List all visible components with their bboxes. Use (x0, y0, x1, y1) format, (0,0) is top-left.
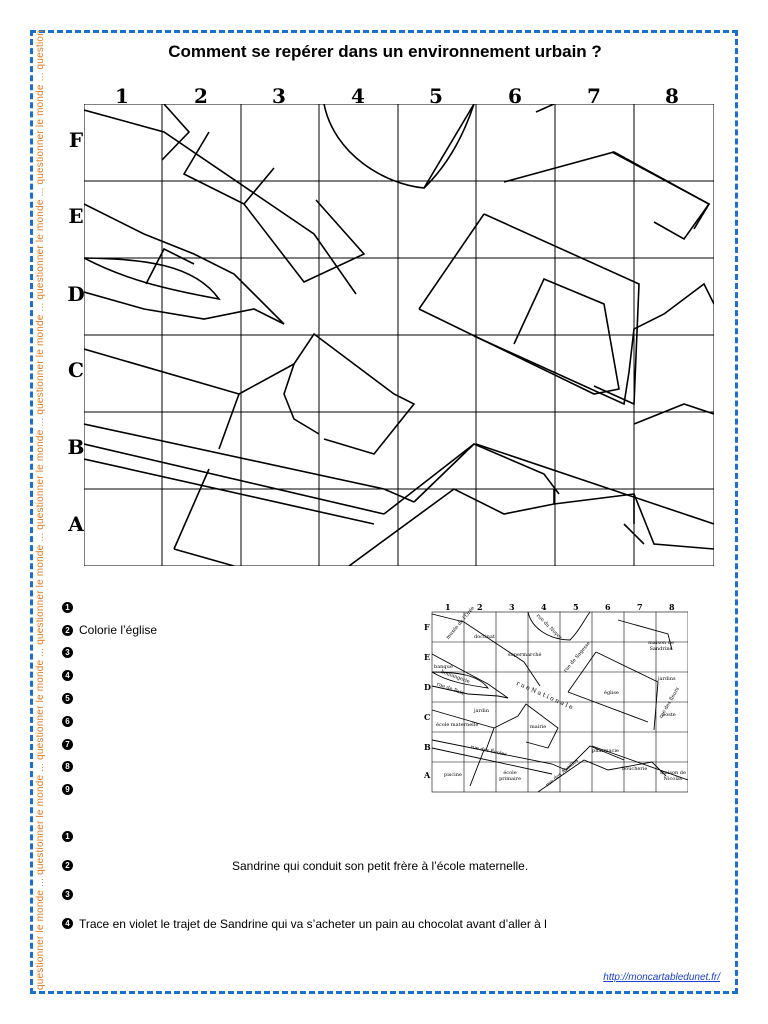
label-jardin: jardin (474, 708, 489, 714)
number-badge: 2 (62, 624, 73, 636)
thumb-col-8: 8 (669, 602, 675, 612)
number-badge: 1 (62, 601, 73, 613)
exercise1-list: 1 2 Colorie l’église 3 4 5 6 7 8 9 (62, 596, 402, 801)
side-watermark-text: questionner le monde ... questionner le … (35, 30, 46, 990)
number-badge: 8 (62, 761, 73, 773)
number-badge: 3 (62, 647, 73, 659)
exercise2-item-3: 3 (62, 880, 722, 909)
city-map-grid: 1 2 3 4 5 6 7 8 F E D C B A (60, 78, 720, 570)
number-badge: 6 (62, 715, 73, 727)
column-label-4: 4 (351, 84, 365, 108)
exercise2-item-1: 1 (62, 822, 722, 851)
label-banque: banque (434, 664, 453, 670)
exercise1-item-5: 5 (62, 687, 402, 710)
number-badge: 5 (62, 693, 73, 705)
number-badge: 2 (62, 860, 73, 871)
footer-link[interactable]: http://moncartabledunet.fr/ (603, 972, 720, 983)
labeled-map-thumbnail: 1 2 3 4 5 6 7 8 F E D C B A musée de l'O… (418, 600, 688, 796)
row-label-a: A (68, 512, 84, 536)
column-label-8: 8 (665, 84, 679, 108)
thumb-row-f: F (424, 622, 430, 632)
city-map-drawing (84, 104, 714, 566)
row-label-d: D (67, 282, 85, 306)
page-title: Comment se repérer dans un environnement… (168, 42, 602, 61)
label-ecole-maternelle: école maternelle (436, 722, 479, 728)
exercise2-item-2: 2 Sandrine qui conduit son petit frère à … (62, 851, 722, 880)
label-jardins: jardins (658, 676, 676, 682)
thumb-col-6: 6 (605, 602, 611, 612)
thumb-row-d: D (424, 682, 431, 692)
number-badge: 1 (62, 831, 73, 842)
row-label-e: E (68, 204, 84, 228)
column-label-3: 3 (272, 84, 286, 108)
grid-lines (84, 104, 714, 566)
number-badge: 3 (62, 889, 73, 900)
thumb-col-2: 2 (477, 602, 483, 612)
number-badge: 4 (62, 670, 73, 682)
exercise1-item-8: 8 (62, 756, 402, 779)
label-poste: poste (662, 712, 676, 718)
thumb-row-c: C (424, 712, 431, 722)
column-label-1: 1 (115, 84, 129, 108)
exercise1-item-3: 3 (62, 642, 402, 665)
label-supermarche: supermarché (508, 652, 542, 658)
row-label-f: F (68, 128, 84, 152)
exercise1-item-7: 7 (62, 733, 402, 756)
label-piscine: piscine (444, 772, 462, 778)
exercise2-item-4: 4 Trace en violet le trajet de Sandrine q… (62, 909, 722, 938)
exercise1-item-9: 9 (62, 778, 402, 801)
thumb-col-7: 7 (637, 602, 643, 612)
label-maison-nicolas: maison de Nicolas (660, 770, 686, 782)
thumb-col-5: 5 (573, 602, 579, 612)
thumb-row-b: B (424, 742, 431, 752)
thumb-col-4: 4 (541, 602, 547, 612)
label-eglise: église (604, 690, 619, 696)
row-label-c: C (68, 358, 84, 382)
exercise2-text: Trace en violet le trajet de Sandrine qu… (79, 916, 547, 931)
exercise1-item-4: 4 (62, 664, 402, 687)
number-badge: 4 (62, 918, 73, 929)
column-label-5: 5 (429, 84, 443, 108)
column-label-2: 2 (194, 84, 208, 108)
map-shapes (84, 104, 714, 566)
exercise1-text: Colorie l’église (79, 623, 158, 638)
column-label-6: 6 (508, 84, 522, 108)
thumbnail-drawing (431, 611, 688, 793)
exercise1-item-1: 1 (62, 596, 402, 619)
label-maison-sandrine: maison de Sandrine (648, 640, 674, 652)
label-mairie: mairie (530, 724, 547, 730)
exercise2-list: 1 2 Sandrine qui conduit son petit frère … (62, 822, 722, 938)
thumb-row-a: A (424, 770, 431, 780)
exercise1-item-2: 2 Colorie l’église (62, 619, 402, 642)
page-border (30, 30, 738, 994)
column-label-7: 7 (587, 84, 601, 108)
label-boucherie: boucherie (622, 766, 648, 772)
thumb-row-e: E (424, 652, 431, 662)
number-badge: 7 (62, 738, 73, 750)
label-doctinat: doctinat (474, 634, 495, 640)
number-badge: 9 (62, 784, 73, 796)
row-label-b: B (67, 435, 85, 459)
thumb-col-1: 1 (445, 602, 451, 612)
exercise1-item-6: 6 (62, 710, 402, 733)
exercise2-text: Sandrine qui conduit son petit frère à l… (232, 858, 529, 873)
thumb-col-3: 3 (509, 602, 515, 612)
label-ecole-primaire: école primaire (499, 770, 521, 782)
label-pharmacie: pharmacie (592, 748, 619, 754)
